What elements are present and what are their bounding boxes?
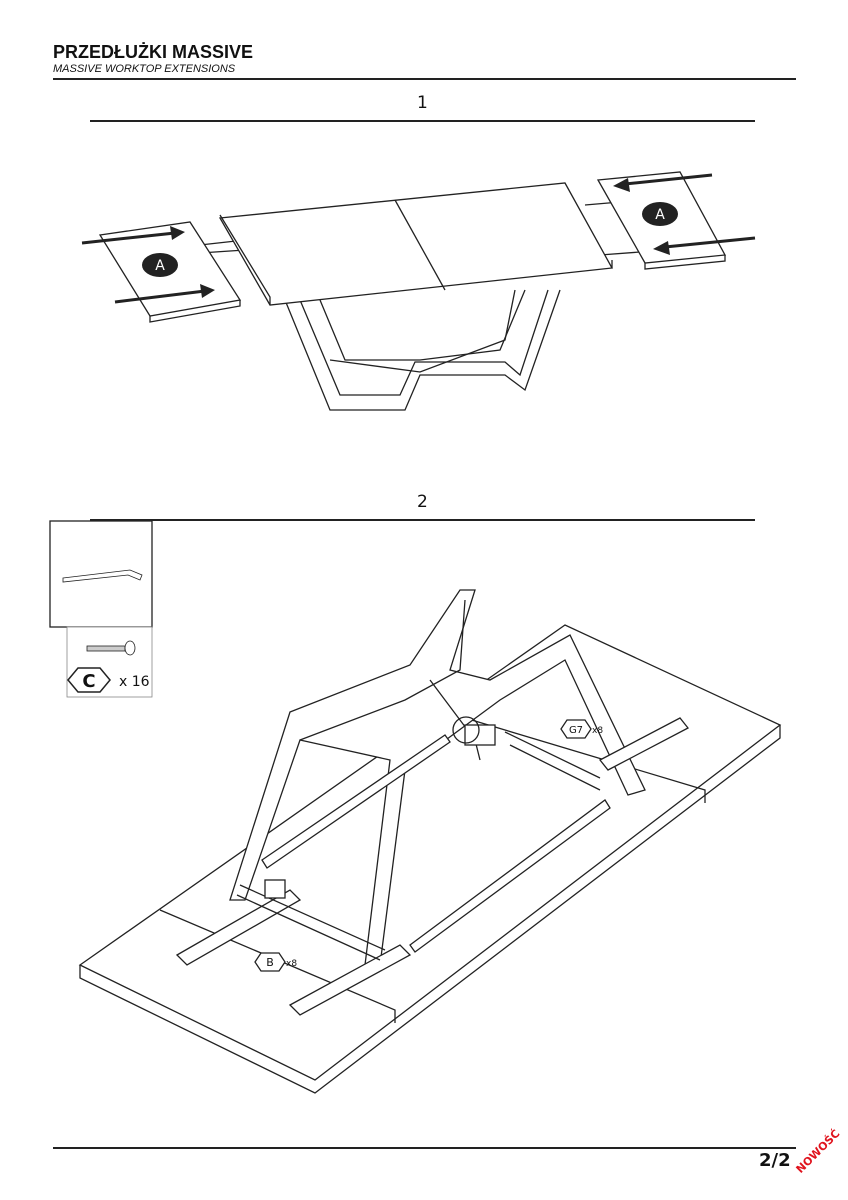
allen-key-icon [62,569,143,583]
screw-icon [86,640,136,656]
page-number: 2/2 [759,1150,791,1171]
step-2-divider [90,519,755,521]
step-2-illustration [78,589,782,1094]
label-a-left: A [155,258,165,274]
callout-g7: G7 [569,725,583,736]
callout-b-qty: x8 [286,959,297,969]
footer-divider [53,1147,796,1149]
hex-label-c [67,667,111,693]
page-subtitle: MASSIVE WORKTOP EXTENSIONS [53,63,236,75]
callout-b: B [266,956,274,969]
part-c-quantity: x 16 [119,674,150,690]
callout-g7-qty: x8 [592,726,603,736]
hex-label-g7 [560,719,592,739]
page-title: PRZEDŁUŻKI MASSIVE [53,42,254,62]
parts-box [49,520,153,698]
header-divider [53,78,796,80]
step-1-divider [90,120,755,122]
label-a-right: A [655,207,665,223]
hex-label-b [254,952,286,972]
step-1-illustration [81,171,756,411]
step-1-number: 1 [417,93,428,113]
step-2-number: 2 [417,492,428,512]
part-c-letter: C [82,671,95,692]
